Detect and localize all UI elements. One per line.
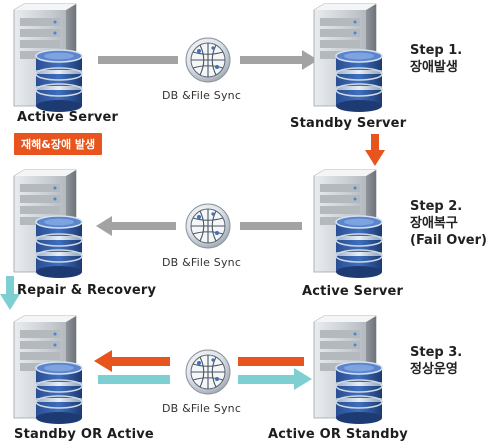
server-icon [13,169,83,279]
recovery-arrow-shaft [6,276,14,296]
globe-sync-icon [185,349,231,395]
server-label: Repair & Recovery [17,283,157,298]
globe-sync-icon [185,37,231,83]
server-icon [13,315,83,425]
step-title: Step 1. [410,43,463,58]
step-block: Step 3. 정상운영 [410,344,462,378]
server-label: Active OR Standby [268,427,408,442]
sync-arrow-shaft-left [98,56,178,64]
step-desc: 정상운영 [410,362,458,377]
sync-arrow-head-right [302,50,318,70]
sync-arrow-shaft-right [240,56,302,64]
server-label: Standby Server [290,116,407,131]
server-icon [313,3,383,113]
failover-arrow-head [365,150,385,166]
step-block: Step 1. 장애발생 [410,42,462,76]
step-desc-2: (Fail Over) [410,233,487,248]
sync-arrow-head-left [96,216,112,236]
step-desc: 장애발생 [410,60,458,75]
sync-label: DB &File Sync [162,89,242,102]
bidirectional-arrow-head-left [94,350,112,372]
step-block: Step 2. 장애복구 (Fail Over) [410,198,487,249]
step-title: Step 3. [410,345,463,360]
server-icon [313,169,383,279]
server-label: Active Server [17,110,119,125]
bidirectional-arrow-shaft-top-right [238,357,304,366]
step-title: Step 2. [410,199,463,214]
server-icon [13,3,83,113]
failover-arrow-shaft [371,134,379,152]
disaster-badge: 재해&장애 발생 [14,133,103,155]
bidirectional-arrow-shaft-bottom-left [98,375,170,384]
bidirectional-arrow-shaft-top-left [112,357,170,366]
recovery-arrow-head [0,294,20,310]
step-desc: 장애복구 [410,216,458,231]
server-label: Active Server [302,284,404,299]
sync-label: DB &File Sync [162,256,242,269]
bidirectional-arrow-shaft-bottom-right [238,375,294,384]
server-label: Standby OR Active [14,427,154,442]
server-icon [313,315,383,425]
sync-arrow-shaft-left [112,222,176,230]
bidirectional-arrow-head-right [294,368,312,390]
sync-label: DB &File Sync [162,402,242,415]
sync-arrow-shaft-right [240,222,302,230]
globe-sync-icon [185,203,231,249]
